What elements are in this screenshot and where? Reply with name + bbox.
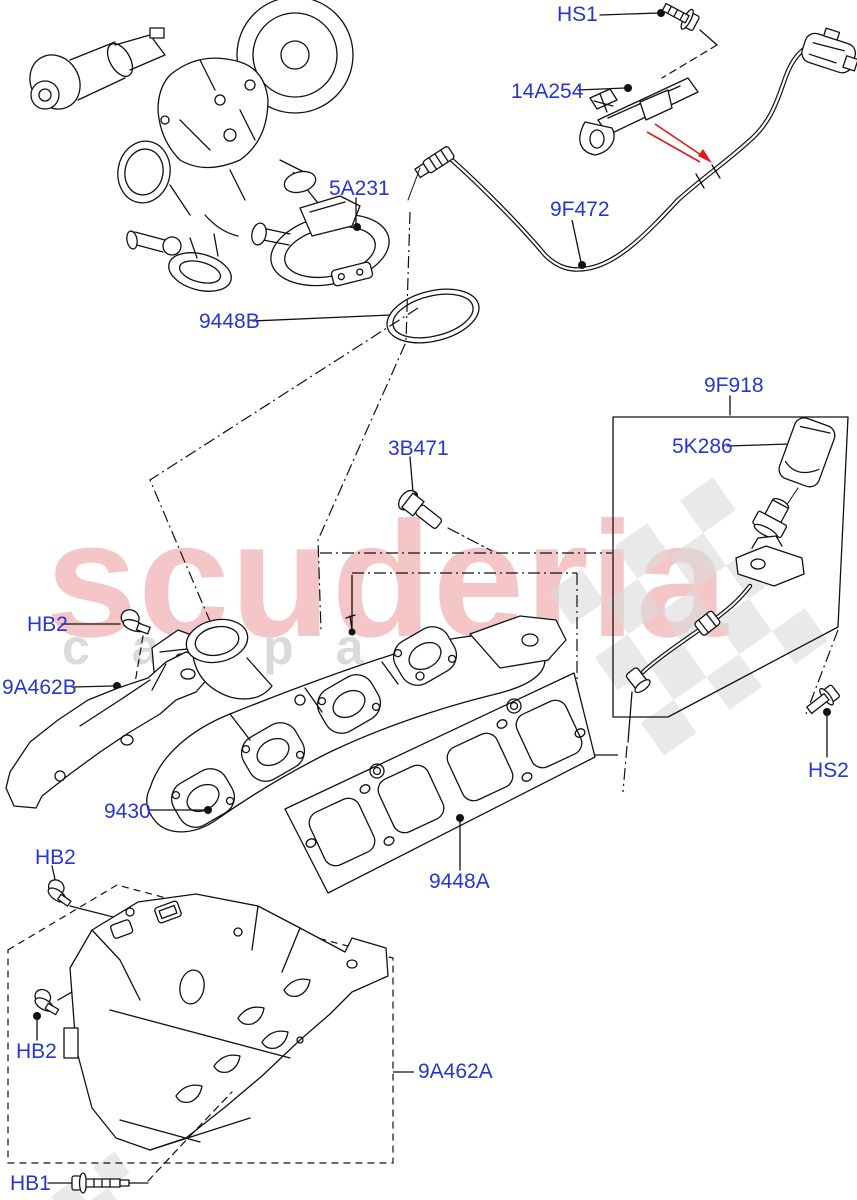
vband-clamp-drawing bbox=[251, 195, 390, 287]
turbocharger-drawing bbox=[29, 0, 354, 292]
part-label-5a231[interactable]: 5A231 bbox=[329, 177, 390, 200]
bolt-hb1-drawing bbox=[47, 1091, 233, 1194]
manifold-drawing bbox=[146, 614, 567, 833]
part-label-9430[interactable]: 9430 bbox=[104, 800, 151, 823]
dashed-enclosure-box bbox=[7, 884, 394, 1164]
part-label-hb1[interactable]: HB1 bbox=[10, 1172, 51, 1195]
egt-sensor-cable-drawing bbox=[407, 27, 857, 272]
part-label-14a254[interactable]: 14A254 bbox=[511, 80, 584, 103]
sensor-bracket-drawing bbox=[577, 77, 699, 156]
watermark-brand-text: scuderia bbox=[46, 488, 729, 671]
checkered-flag-watermark-small bbox=[50, 1151, 130, 1200]
bolt-hb2-3-drawing bbox=[33, 967, 115, 1041]
part-label-hs2[interactable]: HS2 bbox=[808, 759, 849, 782]
gasket-ring-drawing bbox=[252, 288, 480, 344]
part-label-9f918[interactable]: 9F918 bbox=[704, 374, 764, 397]
part-label-9448b[interactable]: 9448B bbox=[199, 310, 260, 333]
stud-3b471-drawing bbox=[398, 456, 493, 552]
part-label-hb2-3[interactable]: HB2 bbox=[16, 1040, 57, 1063]
part-label-3b471[interactable]: 3B471 bbox=[388, 437, 449, 460]
part-label-9a462b[interactable]: 9A462B bbox=[2, 676, 77, 699]
red-pointer-arrows bbox=[646, 123, 712, 163]
heat-shield-lower-drawing bbox=[63, 893, 389, 1151]
part-label-9f472[interactable]: 9F472 bbox=[550, 198, 610, 221]
bolt-hs2-drawing bbox=[806, 684, 840, 758]
part-label-5k286[interactable]: 5K286 bbox=[672, 435, 733, 458]
part-label-hb2-2[interactable]: HB2 bbox=[35, 846, 76, 869]
manifold-gasket-drawing bbox=[284, 672, 596, 894]
part-label-hb2-1[interactable]: HB2 bbox=[27, 613, 68, 636]
oil-pipe-assembly-box bbox=[612, 395, 849, 718]
checkered-flag-watermark bbox=[549, 477, 828, 756]
part-label-hs1[interactable]: HS1 bbox=[557, 3, 598, 26]
bolt-hs1-drawing bbox=[599, 2, 718, 79]
part-label-9448a[interactable]: 9448A bbox=[429, 870, 490, 893]
part-label-9a462a[interactable]: 9A462A bbox=[418, 1060, 493, 1083]
